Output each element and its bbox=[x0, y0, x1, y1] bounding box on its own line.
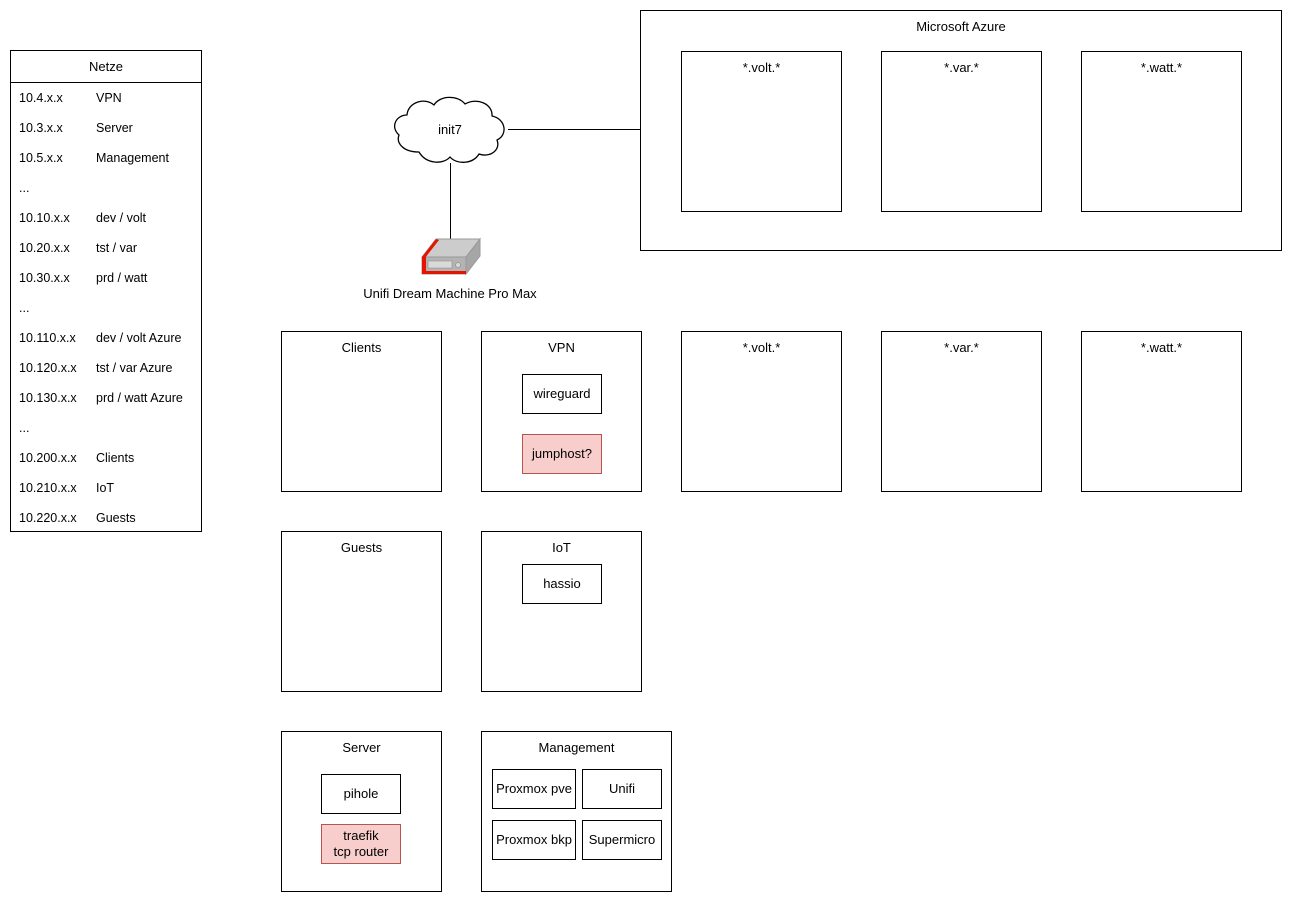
connector-cloud-to-azure bbox=[508, 129, 641, 130]
table-row: ... bbox=[11, 413, 201, 443]
router-label: Unifi Dream Machine Pro Max bbox=[363, 286, 537, 301]
group-guests: Guests bbox=[281, 531, 442, 692]
table-row: ... bbox=[11, 293, 201, 323]
group-title: Management bbox=[538, 740, 615, 755]
internet-cloud: init7 bbox=[389, 94, 511, 166]
table-row: 10.210.x.x IoT bbox=[11, 473, 201, 503]
netze-legend-table: Netze 10.4.x.x VPN 10.3.x.x Server 10.5.… bbox=[10, 50, 202, 532]
table-row: ... bbox=[11, 173, 201, 203]
netze-cidr: ... bbox=[19, 421, 30, 435]
table-row: 10.10.x.x dev / volt bbox=[11, 203, 201, 233]
netze-name: tst / var Azure bbox=[96, 361, 173, 375]
azure-zone-volt: *.volt.* bbox=[681, 51, 842, 212]
azure-zone-title: *.var.* bbox=[944, 60, 979, 75]
group-volt: *.volt.* bbox=[681, 331, 842, 492]
node-supermicro[interactable]: Supermicro bbox=[582, 820, 662, 860]
netze-name: Guests bbox=[96, 511, 136, 525]
netze-table-header: Netze bbox=[11, 51, 201, 83]
node-traefik-tcp-router[interactable]: traefik tcp router bbox=[321, 824, 401, 864]
router-icon bbox=[420, 237, 482, 276]
azure-zone-var: *.var.* bbox=[881, 51, 1042, 212]
group-title: Guests bbox=[340, 540, 383, 555]
group-vpn: VPN wireguard jumphost? bbox=[481, 331, 642, 492]
connector-cloud-to-router bbox=[450, 163, 451, 245]
table-row: 10.20.x.x tst / var bbox=[11, 233, 201, 263]
netze-name: dev / volt bbox=[96, 211, 147, 225]
node-jumphost[interactable]: jumphost? bbox=[522, 434, 602, 474]
netze-cidr: ... bbox=[19, 181, 30, 195]
group-var: *.var.* bbox=[881, 331, 1042, 492]
router-device bbox=[419, 237, 483, 283]
netze-name: Clients bbox=[96, 451, 135, 465]
netze-name: Server bbox=[96, 121, 133, 135]
node-wireguard[interactable]: wireguard bbox=[522, 374, 602, 414]
netze-name: dev / volt Azure bbox=[96, 331, 182, 345]
netze-name: prd / watt bbox=[96, 271, 148, 285]
group-title: Clients bbox=[341, 340, 382, 355]
group-management: Management Proxmox pve Unifi Proxmox bkp… bbox=[481, 731, 672, 892]
netze-name: IoT bbox=[96, 481, 115, 495]
table-row: 10.220.x.x Guests bbox=[11, 503, 201, 533]
group-clients: Clients bbox=[281, 331, 442, 492]
netze-cidr: 10.130.x.x bbox=[19, 391, 77, 405]
group-title: VPN bbox=[548, 340, 575, 355]
netze-cidr: 10.200.x.x bbox=[19, 451, 77, 465]
azure-title: Microsoft Azure bbox=[916, 19, 1006, 34]
netze-cidr: ... bbox=[19, 301, 30, 315]
netze-name: VPN bbox=[96, 91, 122, 105]
cloud-label: init7 bbox=[438, 122, 462, 137]
table-row: 10.4.x.x VPN bbox=[11, 83, 201, 113]
group-watt: *.watt.* bbox=[1081, 331, 1242, 492]
netze-cidr: 10.20.x.x bbox=[19, 241, 70, 255]
node-pihole[interactable]: pihole bbox=[321, 774, 401, 814]
azure-zone-title: *.volt.* bbox=[742, 60, 781, 75]
netze-cidr: 10.10.x.x bbox=[19, 211, 70, 225]
table-row: 10.130.x.x prd / watt Azure bbox=[11, 383, 201, 413]
node-unifi[interactable]: Unifi bbox=[582, 769, 662, 809]
netze-name: prd / watt Azure bbox=[96, 391, 183, 405]
table-row: 10.110.x.x dev / volt Azure bbox=[11, 323, 201, 353]
table-row: 10.3.x.x Server bbox=[11, 113, 201, 143]
netze-table-title: Netze bbox=[89, 59, 123, 74]
group-title: IoT bbox=[552, 540, 571, 555]
group-title: Server bbox=[342, 740, 381, 755]
group-title: *.var.* bbox=[944, 340, 979, 355]
cloud-icon bbox=[394, 96, 505, 163]
node-proxmox-bkp[interactable]: Proxmox bkp bbox=[492, 820, 576, 860]
netze-table-rows: 10.4.x.x VPN 10.3.x.x Server 10.5.x.x Ma… bbox=[11, 83, 201, 533]
netze-name: tst / var bbox=[96, 241, 137, 255]
group-title: *.watt.* bbox=[1140, 340, 1183, 355]
group-server: Server pihole traefik tcp router bbox=[281, 731, 442, 892]
table-row: 10.120.x.x tst / var Azure bbox=[11, 353, 201, 383]
netze-cidr: 10.210.x.x bbox=[19, 481, 77, 495]
node-proxmox-pve[interactable]: Proxmox pve bbox=[492, 769, 576, 809]
table-row: 10.30.x.x prd / watt bbox=[11, 263, 201, 293]
netze-cidr: 10.3.x.x bbox=[19, 121, 63, 135]
group-title: *.volt.* bbox=[742, 340, 781, 355]
azure-zone-title: *.watt.* bbox=[1140, 60, 1183, 75]
netze-name: Management bbox=[96, 151, 169, 165]
netze-cidr: 10.5.x.x bbox=[19, 151, 63, 165]
table-row: 10.5.x.x Management bbox=[11, 143, 201, 173]
table-row: 10.200.x.x Clients bbox=[11, 443, 201, 473]
netze-cidr: 10.110.x.x bbox=[19, 331, 76, 345]
azure-zone-watt: *.watt.* bbox=[1081, 51, 1242, 212]
node-hassio[interactable]: hassio bbox=[522, 564, 602, 604]
netze-cidr: 10.4.x.x bbox=[19, 91, 63, 105]
netze-cidr: 10.120.x.x bbox=[19, 361, 77, 375]
netze-cidr: 10.30.x.x bbox=[19, 271, 70, 285]
group-iot: IoT hassio bbox=[481, 531, 642, 692]
netze-cidr: 10.220.x.x bbox=[19, 511, 77, 525]
